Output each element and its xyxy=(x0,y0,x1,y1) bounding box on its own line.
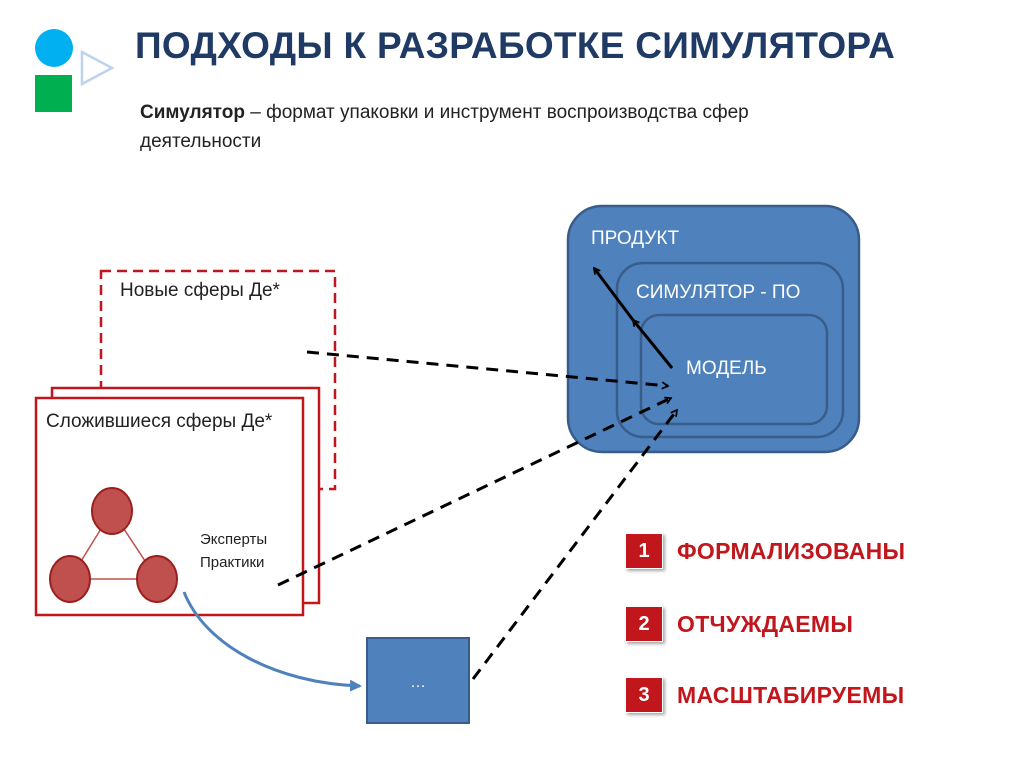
model-to-simulator-arrow xyxy=(631,320,674,369)
network-node xyxy=(91,487,133,535)
property-number-badge: 1 xyxy=(625,533,663,569)
model-label: МОДЕЛЬ xyxy=(686,358,767,379)
property-label: ОТЧУЖДАЕМЫ xyxy=(677,610,854,637)
other-sphere-box xyxy=(366,637,470,724)
definition-text: – формат упаковки и инструмент воспроизв… xyxy=(140,102,749,152)
property-number-badge: 3 xyxy=(625,677,663,713)
experts-label: Эксперты xyxy=(200,531,268,548)
property-item: 2 ОТЧУЖДАЕМЫ xyxy=(625,604,853,644)
simulator-to-product-arrow xyxy=(592,268,635,321)
network-node xyxy=(49,555,91,603)
logo-circle-icon xyxy=(35,29,73,67)
definition: Симулятор – формат упаковки и инструмент… xyxy=(140,98,840,156)
model-box xyxy=(639,313,829,426)
property-item: 3 МАСШТАБИРУЕМЫ xyxy=(625,675,904,715)
definition-term: Симулятор xyxy=(140,102,245,123)
logo xyxy=(35,29,115,112)
property-number-badge: 2 xyxy=(625,606,663,642)
simulator-software-label: СИМУЛЯТОР - ПО xyxy=(636,282,801,303)
product-label: ПРОДУКТ xyxy=(591,228,680,249)
roles-labels: Эксперты Практики xyxy=(200,528,300,574)
logo-square-icon xyxy=(35,75,72,112)
page-title: ПОДХОДЫ К РАЗРАБОТКЕ СИМУЛЯТОРА xyxy=(135,25,896,66)
property-item: 1 ФОРМАЛИЗОВАНЫ xyxy=(625,531,905,571)
property-label: ФОРМАЛИЗОВАНЫ xyxy=(677,537,906,564)
property-label: МАСШТАБИРУЕМЫ xyxy=(677,681,905,708)
existing-spheres-to-model-arrow xyxy=(277,396,671,587)
existing-spheres-label: Сложившиеся сферы Де* xyxy=(46,411,273,432)
practitioners-label: Практики xyxy=(200,554,265,571)
new-spheres-label: Новые сферы Де* xyxy=(120,280,280,301)
network-node xyxy=(136,555,178,603)
other-sphere-to-model-arrow xyxy=(471,410,679,680)
new-spheres-to-model-arrow xyxy=(306,350,668,386)
network-to-other-arrow xyxy=(182,591,362,692)
other-sphere-label: … xyxy=(410,674,426,691)
logo-triangle-icon xyxy=(80,49,115,87)
